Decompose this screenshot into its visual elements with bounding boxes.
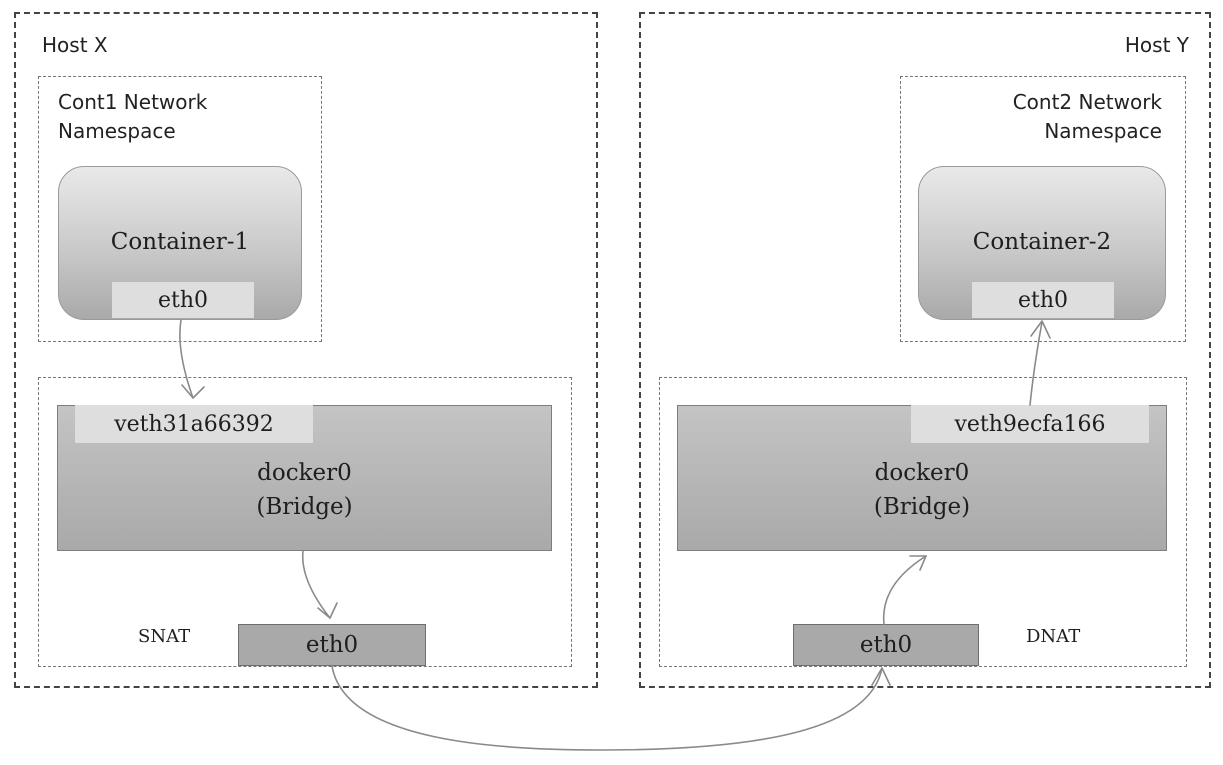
docker0-bridge-y-name: docker0 (874, 460, 970, 486)
docker0-bridge-y-type: (Bridge) (873, 494, 971, 520)
cont2-namespace-label-line2: Namespace (1044, 119, 1162, 143)
arrow-bridge-x-to-eth0 (301, 550, 331, 619)
host-x-eth0: eth0 (238, 624, 426, 666)
host-y-title: Host Y (1124, 33, 1189, 57)
host-x-network-area (38, 377, 572, 667)
host-x-title: Host X (42, 33, 108, 57)
arrow-veth-to-container2 (1029, 321, 1043, 406)
host-y-network-area (659, 377, 1187, 667)
container-1-eth0: eth0 (112, 282, 254, 318)
cont1-namespace-label-line1: Cont1 Network (58, 90, 208, 114)
cont1-namespace-label: Cont1 Network Namespace (58, 88, 207, 146)
docker0-bridge-x-name: docker0 (257, 460, 352, 486)
cont2-network-namespace (900, 76, 1186, 342)
cont1-namespace-label-line2: Namespace (58, 119, 176, 143)
container-2-eth0: eth0 (972, 282, 1114, 318)
arrowhead-network-link (871, 667, 891, 686)
docker0-bridge-x-type: (Bridge) (256, 494, 353, 520)
cont2-namespace-label-line1: Cont2 Network (1012, 90, 1162, 114)
veth31a66392-interface: veth31a66392 (75, 405, 313, 443)
arrowhead-container1-to-veth (181, 384, 205, 399)
arrow-network-link (331, 665, 883, 751)
arrowhead-eth0-to-bridge-y (909, 555, 927, 571)
cont2-namespace-label: Cont2 Network Namespace (1013, 88, 1162, 146)
arrowhead-veth-to-container2 (1030, 320, 1051, 339)
docker0-bridge-y-label: docker0 (Bridge) (677, 456, 1167, 524)
host-x-boundary (14, 12, 598, 688)
host-y-boundary (639, 12, 1211, 688)
container-2-label: Container-2 (972, 229, 1112, 255)
arrowhead-bridge-x-to-eth0 (317, 602, 338, 619)
container-1-label: Container-1 (110, 229, 250, 255)
docker0-bridge-x-label: docker0 (Bridge) (57, 456, 552, 524)
veth9ecfa166-interface: veth9ecfa166 (911, 405, 1149, 443)
snat-label: SNAT (138, 626, 191, 647)
arrow-container1-to-veth (179, 319, 194, 399)
host-y-eth0: eth0 (793, 624, 979, 666)
arrow-eth0-to-bridge-y (882, 555, 927, 625)
dnat-label: DNAT (1026, 626, 1081, 647)
